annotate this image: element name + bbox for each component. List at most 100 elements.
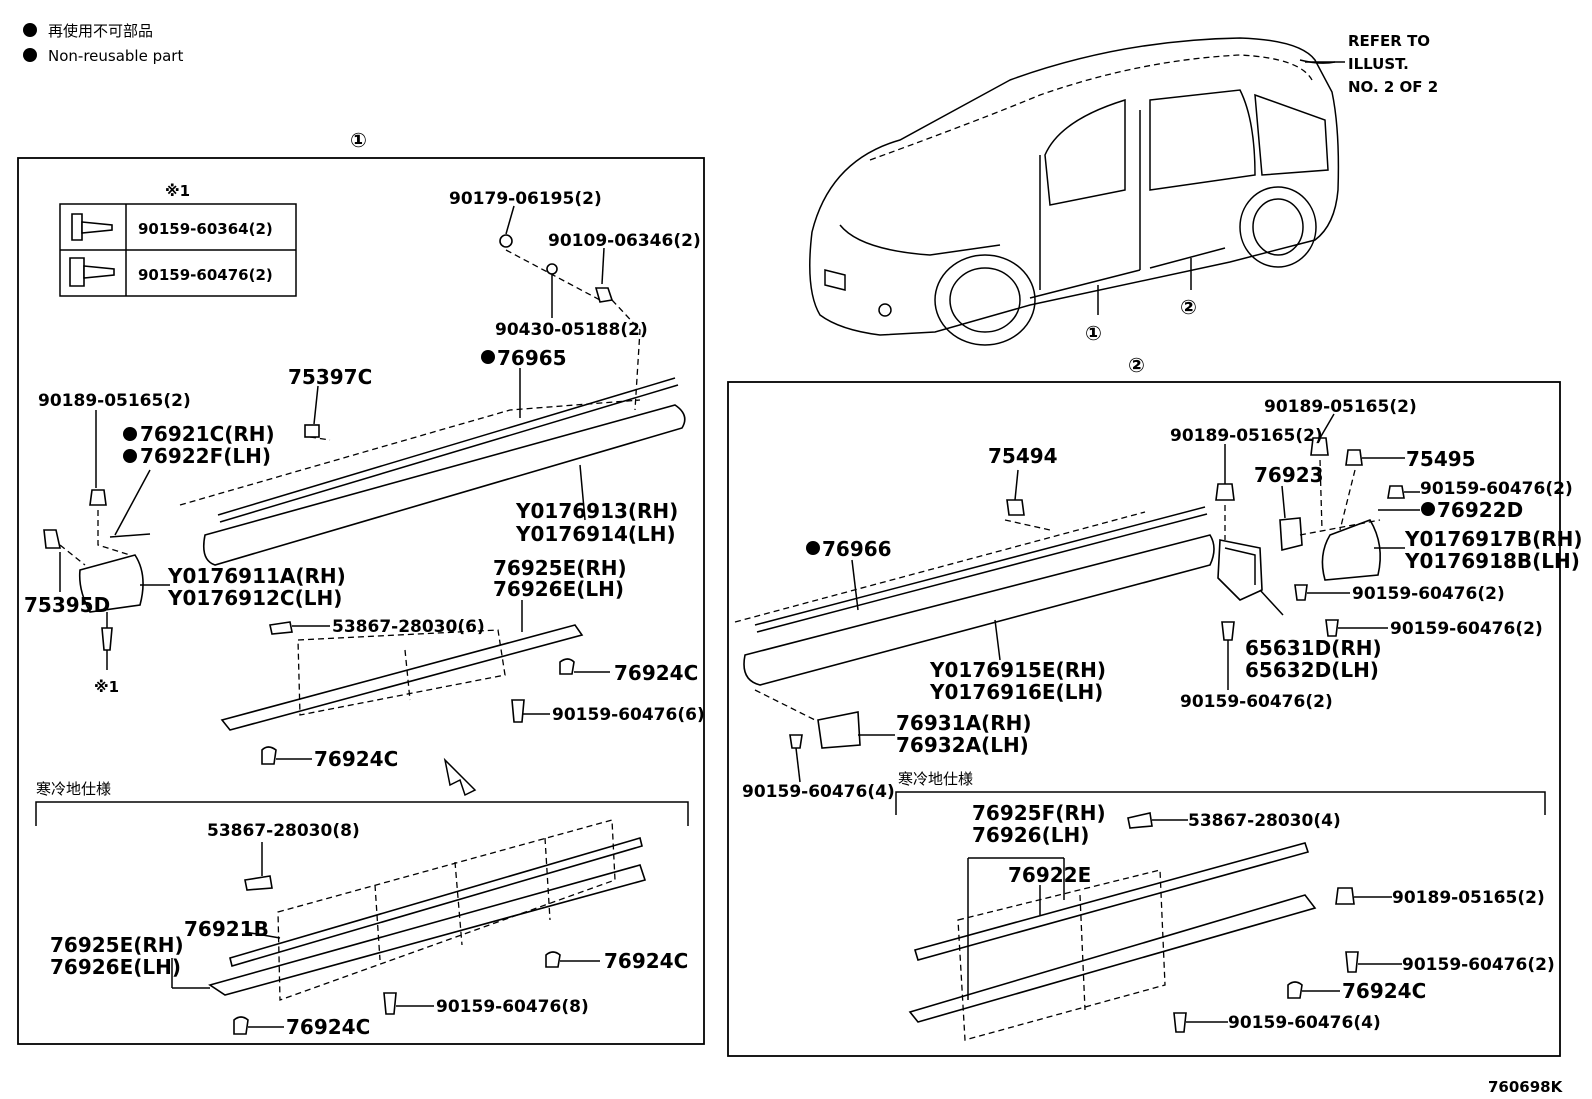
cold-label-76926: 76926(LH) [972,823,1089,847]
clip-icon [1310,437,1329,456]
label-53867-28030-6: 53867-28030(6) [332,617,485,637]
cold-strip-rear [913,842,1310,961]
non-reusable-dot-icon [806,541,820,555]
label-y0176915e: Y0176915E(RH) [929,658,1106,682]
cold-label-76924c-b: 76924C [286,1015,370,1039]
cap-nut-icon [545,951,561,968]
label-y0176914: Y0176914(LH) [515,522,676,546]
label-y0176916e: Y0176916E(LH) [929,680,1103,704]
table-note: ※1 [165,182,190,200]
rear-bracket [1217,539,1263,601]
label-76925e: 76925E(RH) [493,556,627,580]
label-75494: 75494 [988,444,1058,468]
cold-strip [229,836,643,968]
cap-nut-icon [233,1016,249,1035]
panel-two-marker: ② [1128,353,1145,377]
cap-nut-icon [261,746,277,765]
cold-spec-label-2: 寒冷地仕様 [898,770,973,788]
non-reusable-dot-icon [123,427,137,441]
table-row-2: 90159-60476(2) [138,266,273,284]
nut-clip-icon [244,875,273,891]
label-90159-60476-4: 90159-60476(4) [742,782,895,802]
cold-label-90159-8: 90159-60476(8) [436,997,589,1017]
direction-arrow-icon [443,757,477,797]
screw-table: ※1 90159-60364(2) 90159-60476(2) [59,182,297,297]
label-65631d: 65631D(RH) [1245,636,1382,660]
label-76966: 76966 [822,537,892,561]
panel-one-parts [43,234,686,797]
cold-label-76922e: 76922E [1008,863,1091,887]
cold-label-90159-4: 90159-60476(4) [1228,1013,1381,1033]
cap-nut-icon [559,658,575,675]
label-90159-60476-c: 90159-60476(2) [1390,619,1543,639]
screw-hex-icon [69,257,115,287]
cold-label-53867: 53867-28030(8) [207,821,360,841]
cold-label-90189: 90189-05165(2) [1392,888,1545,908]
cold-label-76921b: 76921B [184,917,269,941]
label-76924c-a: 76924C [614,661,698,685]
label-y0176917b: Y0176917B(RH) [1404,527,1583,551]
cold-label-76926e: 76926E(LH) [50,955,181,979]
label-y0176913: Y0176913(RH) [515,499,678,523]
cold-bracket-rear [908,894,1317,1023]
table-row-1: 90159-60364(2) [138,220,273,238]
label-90189-05165-b: 90189-05165(2) [1170,426,1323,446]
front-bracket [817,711,861,749]
cold-label-76924c: 76924C [1342,979,1426,1003]
label-90159-60476-6: 90159-60476(6) [552,705,705,725]
washer-icon [546,263,558,275]
clip-icon [89,489,107,506]
cold-label-76925f: 76925F(RH) [972,801,1106,825]
clip-icon [43,529,61,549]
step-bracket [220,624,584,731]
non-reusable-dot-icon [481,350,495,364]
label-90189-05165-a: 90189-05165(2) [1264,397,1417,417]
end-cap-rear [1321,519,1381,581]
label-65632d: 65632D(LH) [1245,658,1379,682]
screw-round-icon [71,213,113,241]
end-cap-front [78,554,144,613]
cold-label-76925e: 76925E(RH) [50,933,184,957]
nut-icon [499,234,513,248]
panel-one-cold-spec: 寒冷地仕様 53867-28030(8) 76921B 76925E(RH) 7… [35,780,689,1039]
cold-label-76924c-a: 76924C [604,949,688,973]
screw-icon [383,992,397,1015]
label-76932a: 76932A(LH) [896,733,1029,757]
non-reusable-dot-icon [1421,502,1435,516]
screw-icon [1387,485,1405,499]
bracket-76923 [1279,517,1303,552]
screw-icon [1173,1012,1187,1033]
label-75395d: 75395D [24,593,110,617]
clip-icon [1335,887,1355,905]
cold-spec-label: 寒冷地仕様 [36,780,111,798]
panel-two-parts [734,437,1405,749]
clip-icon [1345,449,1363,466]
legend-en: Non-reusable part [48,47,183,65]
label-75495: 75495 [1406,447,1476,471]
marker-one: ① [1085,321,1102,345]
vehicle-illustration: ① ② REFER TO ILLUST. NO. 2 OF 2 [809,32,1438,346]
panel-one-frame [17,157,705,1045]
panel-one-marker: ① [350,128,367,152]
cold-bracket [208,864,647,996]
label-76924c-b: 76924C [314,747,398,771]
cap-nut-icon [1287,981,1303,999]
non-reusable-dot-icon [123,449,137,463]
non-reusable-dot-icon [23,23,37,37]
rocker-moulding [202,404,686,566]
screw-icon [101,627,113,651]
label-y0176912c: Y0176912C(LH) [167,586,342,610]
label-90159-60476-d: 90159-60476(2) [1180,692,1333,712]
panel-two-cold-spec: 寒冷地仕様 76925F(RH) 76926(LH) 53867-28030(4… [895,770,1555,1041]
legend-jp: 再使用不可部品 [48,22,153,40]
label-76922d: 76922D [1437,498,1523,522]
label-76921c: 76921C(RH) [140,422,275,446]
clip-icon [1215,483,1235,501]
label-75397c: 75397C [288,365,372,389]
label-90179-06195: 90179-06195(2) [449,189,602,209]
label-76931a: 76931A(RH) [896,711,1031,735]
cold-label-90159-2: 90159-60476(2) [1402,955,1555,975]
label-y0176918b: Y0176918B(LH) [1404,549,1580,573]
non-reusable-dot-icon [23,48,37,62]
label-90109-06346: 90109-06346(2) [548,231,701,251]
